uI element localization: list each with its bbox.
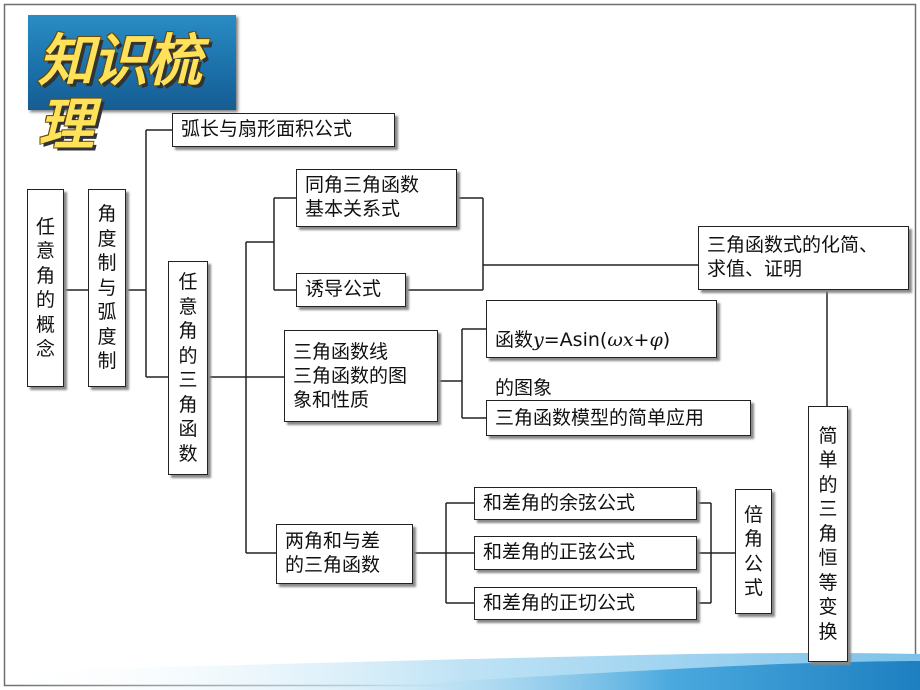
node-label: 任意角的三角函数 [178, 271, 198, 465]
graph-prefix: 函数 [495, 329, 534, 351]
node-label: 角度制与弧度制 [97, 203, 117, 373]
node-label: 简单的三角恒等变换 [818, 424, 838, 643]
node-label: 任意角的概念 [35, 215, 55, 361]
node-sum-diff-tangent: 和差角的正切公式 [474, 587, 697, 620]
node-arc-length-formula: 弧长与扇形面积公式 [172, 113, 395, 147]
node-two-angle-sum-diff: 两角和与差 的三角函数 [276, 524, 413, 584]
node-induction-formula: 诱导公式 [296, 273, 406, 307]
node-any-angle-trig: 任意角的三角函数 [168, 261, 208, 475]
formula-close: ) [662, 329, 671, 351]
page-title: 知识梳理 [38, 28, 202, 158]
graph-suffix: 的图象 [495, 377, 553, 399]
node-trig-lines-graph-properties: 三角函数线 三角函数的图 象和性质 [284, 330, 438, 422]
node-double-angle-formula: 倍角公式 [735, 489, 772, 614]
node-sum-diff-sine: 和差角的正弦公式 [474, 536, 697, 570]
formula-phi: φ [649, 329, 663, 351]
formula-y: y [533, 329, 544, 351]
node-function-graph: 函数y=Asin(ωx+φ) 的图象 [486, 300, 717, 399]
node-trig-model-application: 三角函数模型的简单应用 [486, 400, 751, 436]
node-same-angle-relation: 同角三角函数 基本关系式 [296, 169, 457, 227]
formula-eq: =Asin( [543, 329, 608, 351]
node-sum-diff-cosine: 和差角的余弦公式 [474, 487, 697, 520]
node-label: 倍角公式 [743, 503, 763, 600]
title-badge: 知识梳理 [28, 15, 236, 157]
node-any-angle-concept: 任意角的概念 [27, 189, 64, 387]
node-simple-trig-identity: 简单的三角恒等变换 [808, 406, 848, 662]
formula-x: x [622, 329, 634, 351]
formula-omega: ω [607, 329, 623, 351]
bottom-wave-dark [300, 661, 920, 690]
node-simplify-evaluate-prove: 三角函数式的化简、 求值、证明 [698, 226, 909, 290]
connector-lines [64, 129, 828, 604]
formula-plus: + [633, 329, 650, 351]
node-degree-radian: 角度制与弧度制 [88, 189, 126, 387]
